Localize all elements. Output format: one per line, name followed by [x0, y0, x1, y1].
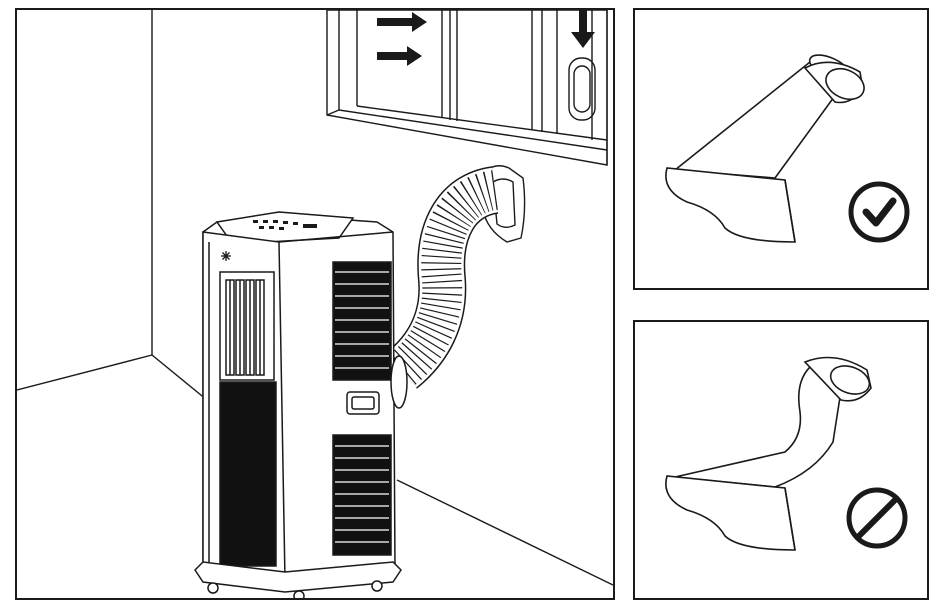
- airflow-arrow-icon: [571, 10, 595, 48]
- wheel: [293, 590, 305, 598]
- correct-adapter-panel: [633, 8, 929, 290]
- installation-scene-panel: [15, 8, 615, 600]
- control-panel-buttons: [253, 220, 317, 230]
- bent-hose-adapter: [665, 356, 872, 551]
- floor-right-line: [396, 479, 613, 586]
- snowflake-icon: [221, 251, 231, 261]
- airflow-arrow-icon: [377, 46, 422, 66]
- correct-adapter-drawing: [665, 54, 910, 243]
- floor-corner-line: [151, 354, 208, 401]
- incorrect-adapter-panel: [633, 320, 929, 600]
- upper-side-grill: [332, 261, 392, 381]
- air-conditioner-unit: [194, 211, 408, 598]
- lower-side-grill: [332, 434, 392, 556]
- prohibited-icon: [846, 487, 908, 549]
- window-frame: [326, 10, 608, 166]
- floor-left-line: [17, 354, 153, 391]
- incorrect-adapter-drawing: [665, 356, 908, 551]
- airflow-arrow-icon: [377, 12, 427, 32]
- wheel: [207, 582, 219, 594]
- hose-connector: [390, 355, 408, 409]
- exhaust-hose: [386, 166, 500, 389]
- wheel: [371, 580, 383, 592]
- airflow-arrows: [377, 10, 595, 66]
- check-circle-icon: [848, 181, 910, 243]
- installation-scene-drawing: [17, 10, 613, 598]
- straight-hose-adapter: [665, 54, 865, 243]
- grill-slots: [335, 271, 389, 543]
- air-louvres: [225, 279, 265, 376]
